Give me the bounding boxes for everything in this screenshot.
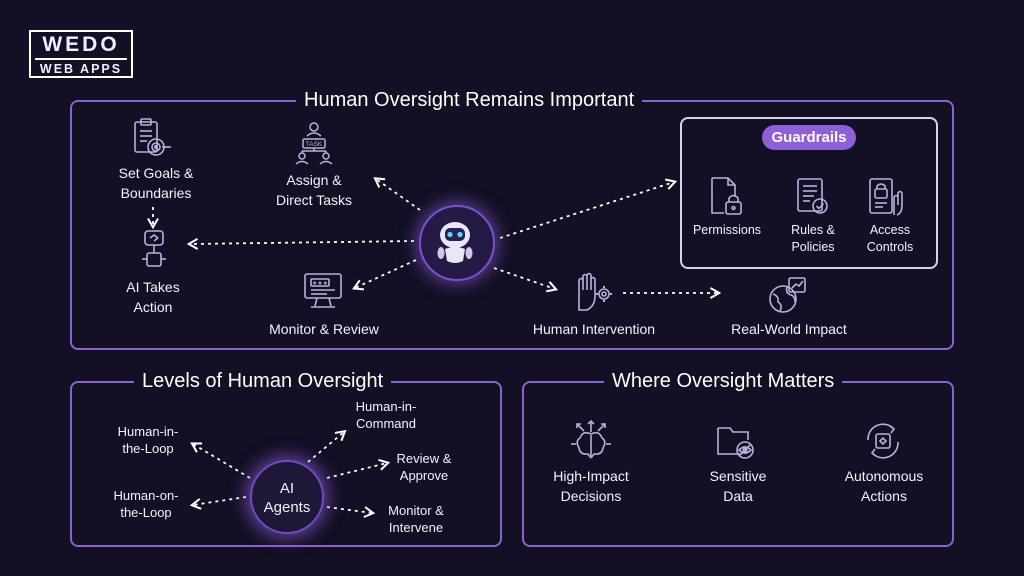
- arrow-agents-to-hotl: [189, 496, 247, 510]
- hand-gear-icon: [571, 270, 617, 316]
- review-approve-label: Review & Approve: [384, 450, 464, 484]
- hotl-line-1: Human-on-: [113, 488, 179, 503]
- brain-decision-icon: [568, 418, 614, 464]
- set-goals-label: Set Goals & Boundaries: [96, 163, 216, 203]
- human-on-the-loop-label: Human-on- the-Loop: [98, 487, 194, 521]
- access-controls-label: Access Controls: [850, 222, 930, 256]
- arrow-robot-to-intervention: [493, 267, 559, 293]
- rules-line-2: Policies: [791, 240, 835, 254]
- hitl-line-2: the-Loop: [122, 441, 174, 456]
- arrow-robot-to-assign: [373, 177, 421, 211]
- actions-line-2: Actions: [861, 488, 907, 504]
- ai-takes-action-label: AI Takes Action: [103, 277, 203, 317]
- monitor-intervene-line-1: Monitor &: [388, 503, 444, 518]
- human-intervention-label: Human Intervention: [532, 321, 656, 337]
- task-tag-text: TASK: [306, 141, 323, 148]
- arrow-robot-to-action: [186, 237, 415, 250]
- autonomous-cycle-icon: [860, 418, 906, 464]
- access-line-1: Access: [869, 223, 911, 237]
- ai-takes-line-2: Action: [133, 299, 173, 315]
- assign-tasks-label: Assign & Direct Tasks: [256, 170, 372, 210]
- human-in-the-loop-label: Human-in- the-Loop: [100, 423, 196, 457]
- arrow-agents-to-hic: [307, 429, 347, 463]
- assign-line-1: Assign &: [286, 172, 342, 188]
- rules-line-1: Rules &: [791, 223, 835, 237]
- decisions-line-2: Decisions: [560, 488, 622, 504]
- assign-line-2: Direct Tasks: [276, 192, 352, 208]
- arrow-agents-to-hitl: [190, 442, 251, 479]
- review-line-1: Review &: [396, 451, 452, 466]
- ai-agents-node: AI Agents: [250, 460, 324, 534]
- monitor-intervene-line-2: Intervene: [388, 520, 444, 535]
- rules-policies-label: Rules & Policies: [775, 222, 851, 256]
- folder-privacy-icon: [714, 420, 760, 462]
- human-in-command-label: Human-in- Command: [340, 398, 432, 432]
- decisions-line-1: High-Impact: [553, 468, 629, 484]
- actions-line-1: Autonomous: [844, 468, 924, 484]
- guardrails-badge: Guardrails: [762, 125, 856, 150]
- ai-robot: [419, 205, 495, 281]
- monitor-review-label: Monitor & Review: [269, 321, 379, 337]
- sensitive-data-label: Sensitive Data: [688, 466, 788, 506]
- access-line-2: Controls: [866, 240, 914, 254]
- ai-takes-line-1: AI Takes: [126, 279, 180, 295]
- ai-agents-line-1: AI: [279, 480, 295, 497]
- monitor-intervene-label: Monitor & Intervene: [376, 502, 456, 536]
- access-control-icon: [866, 175, 910, 219]
- brand-logo: WEDO WEB APPS: [29, 30, 133, 78]
- logo-line-2: WEB APPS: [35, 58, 127, 76]
- ai-agents-line-2: Agents: [263, 499, 311, 516]
- hitl-line-1: Human-in-: [117, 424, 179, 439]
- data-line-2: Data: [723, 488, 753, 504]
- logo-line-1: WEDO: [42, 33, 120, 56]
- task-assignment-icon: TASK: [290, 120, 338, 166]
- arrow-robot-to-monitor: [352, 259, 417, 291]
- policy-checklist-icon: [792, 175, 832, 219]
- set-goals-line-2: Boundaries: [120, 185, 192, 201]
- permissions-label: Permissions: [692, 223, 762, 237]
- svg-text:★★★: ★★★: [312, 280, 328, 287]
- top-panel-title: Human Oversight Remains Important: [296, 88, 643, 112]
- high-impact-decisions-label: High-Impact Decisions: [536, 466, 646, 506]
- robot-icon: [437, 222, 473, 263]
- hotl-line-2: the-Loop: [120, 505, 172, 520]
- arrow-agents-to-monitor: [326, 506, 376, 518]
- set-goals-line-1: Set Goals &: [118, 165, 194, 181]
- review-line-2: Approve: [399, 468, 449, 483]
- hic-line-1: Human-in-: [355, 399, 417, 414]
- clipboard-target-icon: [131, 117, 177, 159]
- workflow-icon: [138, 228, 170, 272]
- document-lock-icon: [708, 175, 748, 219]
- monitor-rating-icon: ★★★: [301, 270, 347, 312]
- real-world-impact-label: Real-World Impact: [731, 321, 847, 337]
- autonomous-actions-label: Autonomous Actions: [828, 466, 940, 506]
- arrow-robot-to-guardrails: [499, 178, 678, 239]
- globe-chart-icon: [765, 274, 811, 316]
- matters-panel-title: Where Oversight Matters: [604, 369, 843, 393]
- data-line-1: Sensitive: [709, 468, 767, 484]
- arrow-agents-to-review: [326, 458, 391, 479]
- levels-panel-title: Levels of Human Oversight: [134, 369, 392, 393]
- guardrails-box: [680, 117, 938, 269]
- hic-line-2: Command: [356, 416, 416, 431]
